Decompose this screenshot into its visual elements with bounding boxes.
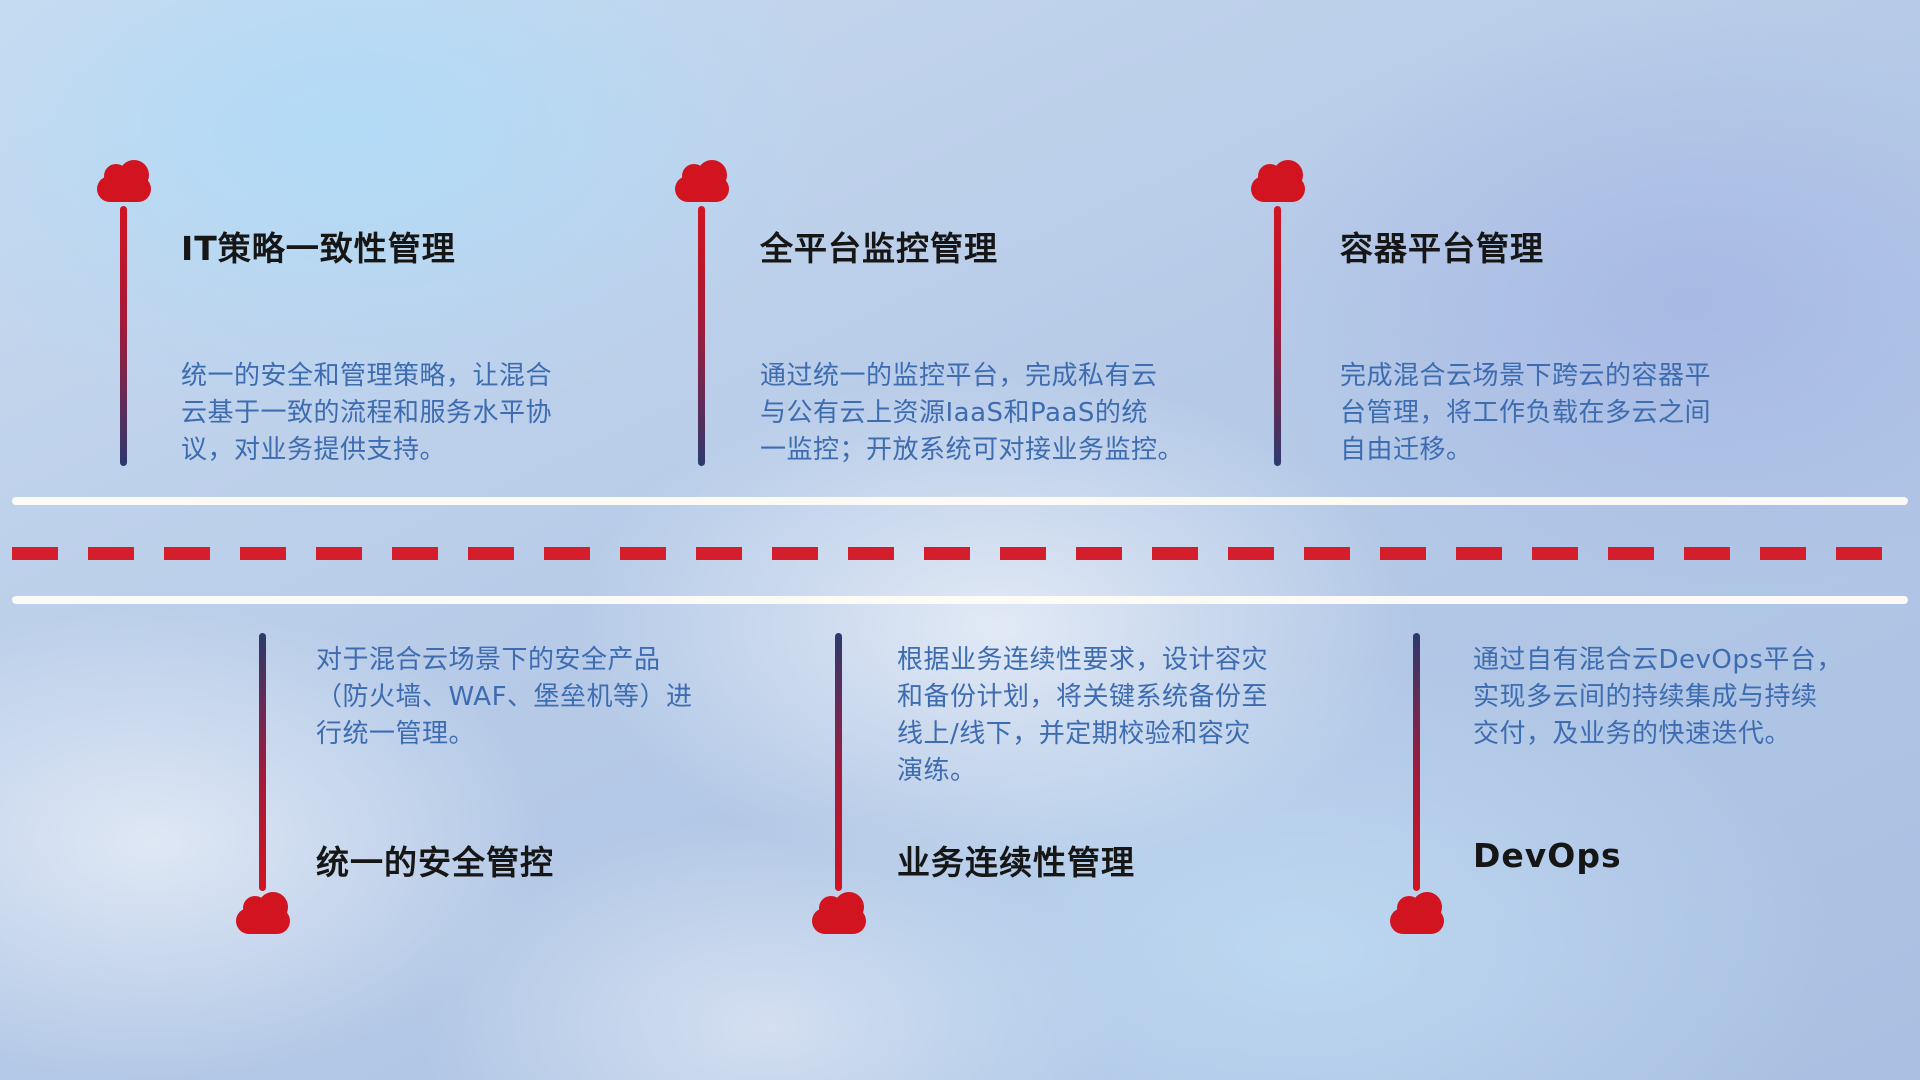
timeline-connector	[1413, 633, 1420, 891]
capability-description: 根据业务连续性要求，设计容灾 和备份计划，将关键系统备份至 线上/线下，并定期校…	[897, 645, 1269, 786]
cloud-icon	[675, 160, 729, 202]
capability-description: 完成混合云场景下跨云的容器平 台管理，将工作负载在多云之间 自由迁移。	[1340, 361, 1712, 465]
capability-description: 统一的安全和管理策略，让混合 云基于一致的流程和服务水平协 议，对业务提供支持。	[181, 361, 553, 465]
capability-description: 通过统一的监控平台，完成私有云 与公有云上资源IaaS和PaaS的统 一监控；开…	[760, 361, 1185, 465]
capability-title: IT策略一致性管理	[181, 229, 456, 268]
capability-title: DevOps	[1473, 836, 1622, 875]
divider-dashed-line	[12, 547, 1908, 560]
timeline-connector	[259, 633, 266, 891]
cloud-icon	[1390, 892, 1444, 934]
capability-title: 容器平台管理	[1340, 229, 1544, 268]
timeline-connector	[698, 206, 705, 466]
capability-title: 全平台监控管理	[760, 229, 998, 268]
capability-title: 业务连续性管理	[897, 843, 1135, 882]
capability-title: 统一的安全管控	[316, 843, 554, 882]
capability-description: 对于混合云场景下的安全产品 （防火墙、WAF、堡垒机等）进 行统一管理。	[316, 645, 693, 749]
cloud-icon	[1251, 160, 1305, 202]
divider-line-bottom	[12, 596, 1908, 604]
timeline-connector	[120, 206, 127, 466]
timeline-connector	[1274, 206, 1281, 466]
cloud-icon	[236, 892, 290, 934]
timeline-connector	[835, 633, 842, 891]
cloud-icon	[812, 892, 866, 934]
capability-description: 通过自有混合云DevOps平台， 实现多云间的持续集成与持续 交付，及业务的快速…	[1473, 645, 1843, 749]
divider-line-top	[12, 497, 1908, 505]
cloud-icon	[97, 160, 151, 202]
